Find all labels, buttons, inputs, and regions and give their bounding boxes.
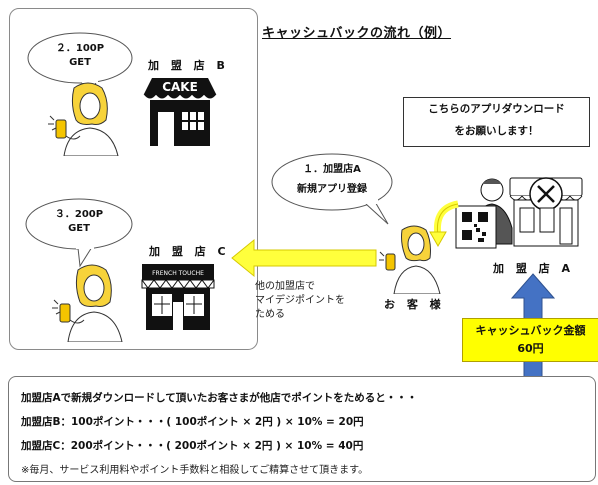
summary-line-1: 加盟店Aで新規ダウンロードして頂いたお客さまが他店でポイントをためると・・・	[21, 392, 418, 404]
notice-line-1: こちらのアプリダウンロード	[428, 103, 565, 115]
cashback-amount-box: キャッシュバック金額 60円	[462, 318, 598, 362]
flow-note: 他の加盟店で マイデジポイントを ためる	[255, 280, 345, 322]
summary-line-2: 加盟店B：100ポイント・・・( 100ポイント × 2円 ) × 10% = …	[21, 416, 364, 428]
cake-sign-text: CAKE	[162, 80, 198, 94]
customer-label: お 客 様	[384, 298, 445, 311]
download-request-notice: こちらのアプリダウンロード をお願いします！	[403, 97, 590, 147]
bubble-a-step: １．加盟店A	[303, 164, 361, 175]
bubble-b-get: GET	[69, 57, 91, 68]
cashback-label: キャッシュバック金額	[475, 324, 586, 337]
bubble-b-text: ２．100P GET	[34, 42, 126, 70]
cashback-value: 60円	[517, 342, 544, 355]
summary-box: 加盟店Aで新規ダウンロードして頂いたお客さまが他店でポイントをためると・・・ 加…	[8, 376, 596, 482]
flow-note-line-2: マイデジポイントを	[255, 295, 345, 306]
diagram-title: キャッシュバックの流れ（例）	[262, 26, 452, 41]
customer-with-phone-icon	[52, 264, 123, 342]
bubble-a-register: 新規アプリ登録	[297, 184, 367, 195]
shop-b-label: 加 盟 店 B	[148, 59, 229, 72]
speech-bubble-c	[25, 198, 133, 268]
notice-line-2: をお願いします！	[454, 125, 539, 137]
summary-note: ※毎月、サービス利用料やポイント手数料と相殺してご精算させて頂きます。	[21, 465, 369, 476]
left-arrow-icon	[231, 238, 377, 278]
customer-with-phone-icon	[48, 82, 119, 156]
bubble-a-text: １．加盟店A 新規アプリ登録	[282, 163, 382, 197]
scan-qr-arrow-icon	[429, 200, 459, 248]
summary-line-3: 加盟店C：200ポイント・・・( 200ポイント × 2円 ) × 10% = …	[21, 440, 364, 452]
flow-note-line-1: 他の加盟店で	[255, 281, 315, 292]
french-touche-sign-text: FRENCH TOUCHE	[152, 270, 204, 277]
customer-icon	[379, 225, 441, 294]
bubble-c-points: ３．200P	[54, 209, 104, 220]
flow-note-line-3: ためる	[255, 309, 285, 320]
bubble-c-text: ３．200P GET	[33, 208, 125, 236]
french-shop-icon: FRENCH TOUCHE	[141, 264, 215, 330]
cake-shop-icon: CAKE	[143, 78, 217, 146]
bubble-c-get: GET	[68, 223, 90, 234]
speech-bubble-a	[271, 153, 393, 225]
shop-a-label: 加 盟 店 A	[493, 262, 575, 275]
bubble-b-points: ２．100P	[55, 43, 105, 54]
shop-c-label: 加 盟 店 C	[149, 245, 230, 258]
qr-code-icon	[455, 205, 497, 249]
